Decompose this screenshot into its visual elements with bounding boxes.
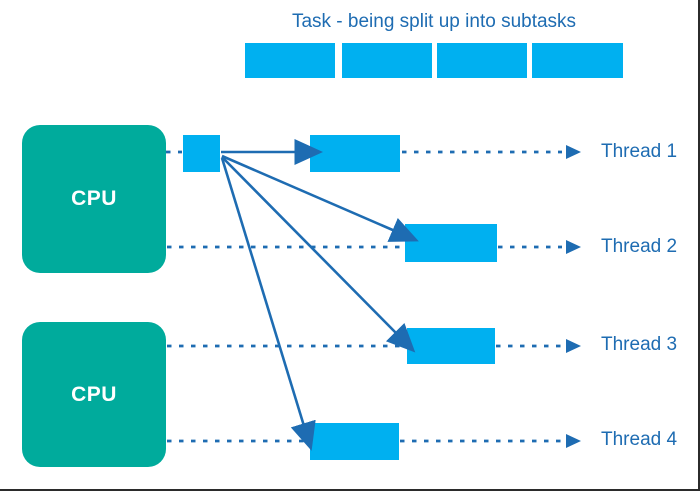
diagram-title: Task - being split up into subtasks bbox=[291, 11, 577, 32]
thread-2-label: Thread 2 bbox=[601, 236, 678, 257]
task-bar-segment-4 bbox=[532, 43, 623, 78]
thread-3-label: Thread 3 bbox=[601, 334, 678, 355]
task-bar-segment-3 bbox=[437, 43, 527, 78]
task-bar-segment-2 bbox=[342, 43, 432, 78]
thread-1-arrowhead-icon bbox=[566, 145, 581, 159]
subtask-block-thread-3 bbox=[407, 328, 495, 364]
subtask-block-thread-1 bbox=[310, 135, 400, 172]
thread-1-label: Thread 1 bbox=[601, 141, 678, 162]
cpu-label-2: CPU bbox=[71, 382, 117, 406]
cpu-block-2: CPU bbox=[22, 322, 166, 467]
thread-2-arrowhead-icon bbox=[566, 240, 581, 254]
task-origin-block bbox=[183, 135, 220, 172]
subtask-block-thread-4 bbox=[310, 423, 399, 460]
thread-4-label: Thread 4 bbox=[601, 429, 678, 450]
task-bar-segment-1 bbox=[245, 43, 335, 78]
split-arrow-thread-3 bbox=[221, 156, 416, 353]
thread-3-arrowhead-icon bbox=[566, 339, 581, 353]
split-arrow-thread-4 bbox=[220, 157, 316, 451]
cpu-block-1: CPU bbox=[22, 125, 166, 273]
thread-4-arrowhead-icon bbox=[566, 434, 581, 448]
cpu-label-1: CPU bbox=[71, 187, 117, 210]
subtask-block-thread-2 bbox=[405, 224, 497, 262]
